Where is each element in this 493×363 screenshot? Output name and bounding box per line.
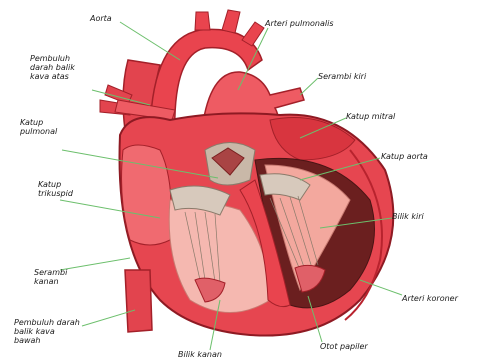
label-aorta: Aorta (90, 14, 112, 23)
label-arteri-koroner: Arteri koroner (402, 294, 458, 303)
inferior-vena-cava (125, 270, 152, 332)
label-serambi-kanan: Serambi kanan (34, 268, 67, 286)
label-katup-mitral: Katup mitral (346, 112, 395, 121)
label-serambi-kiri: Serambi kiri (318, 72, 366, 81)
label-bilik-kiri: Bilik kiri (392, 212, 424, 221)
label-katup-trikuspid: Katup trikuspid (38, 180, 73, 198)
label-vena-kava-atas: Pembuluh darah balik kava atas (30, 54, 75, 81)
label-bilik-kanan: Bilik kanan (178, 350, 222, 359)
label-katup-pulmonal: Katup pulmonal (20, 118, 57, 136)
aorta-branch-2 (222, 10, 240, 33)
label-katup-aorta: Katup aorta (381, 152, 428, 161)
label-arteri-pulmonalis: Arteri pulmonalis (265, 19, 334, 28)
aorta-branch-1 (195, 12, 210, 30)
label-otot-papiler: Otot papiler (320, 342, 368, 351)
right-atrium (122, 145, 172, 245)
label-vena-kava-bawah: Pembuluh darah balik kava bawah (14, 318, 80, 345)
